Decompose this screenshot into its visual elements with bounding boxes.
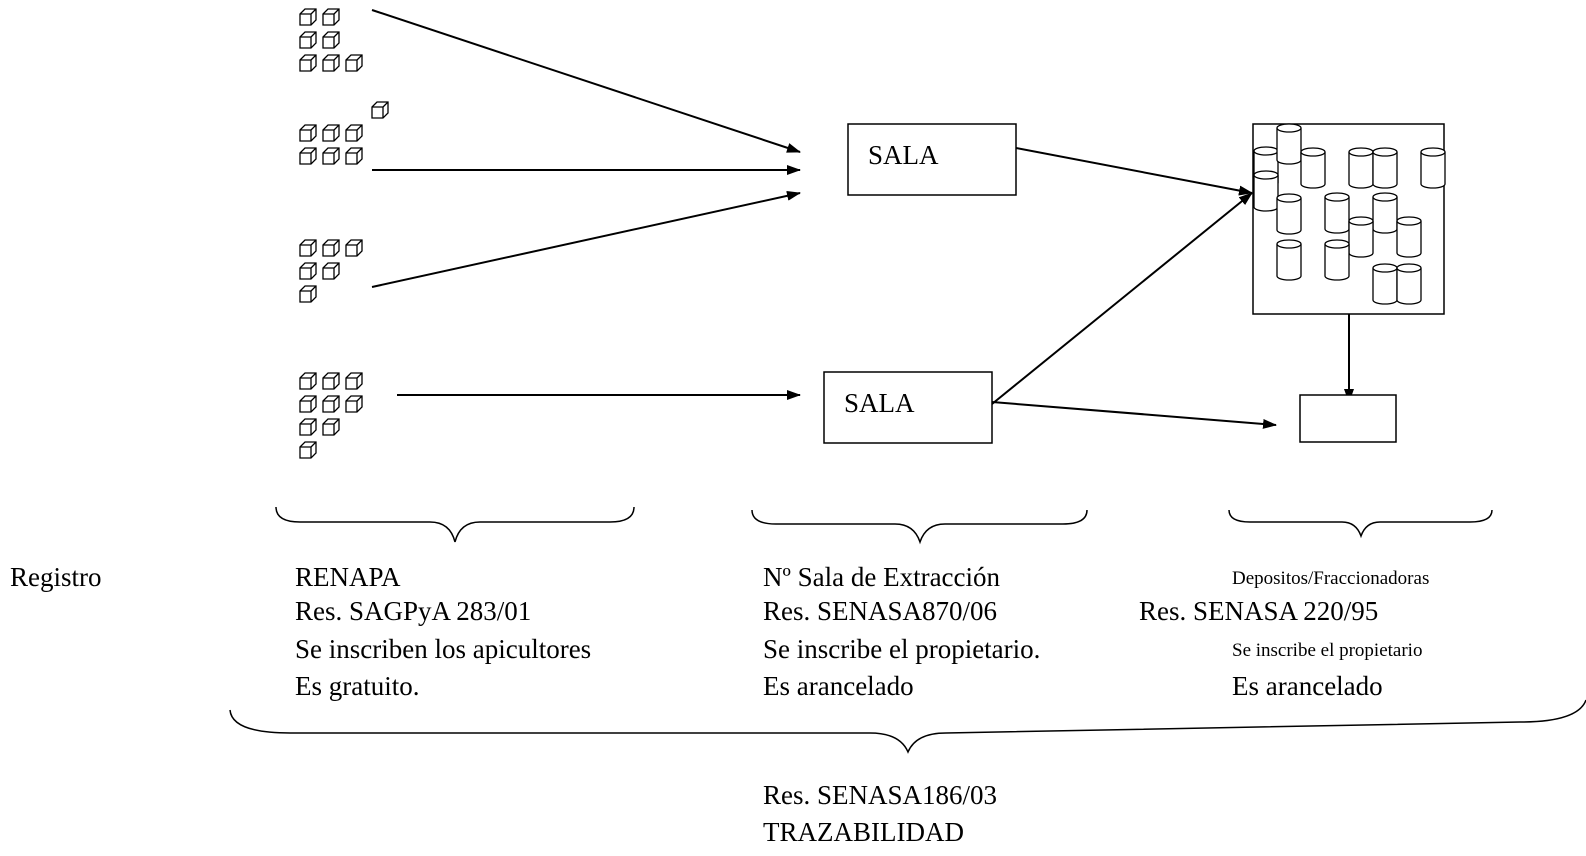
apiary-group-3-icon: [299, 239, 363, 303]
apicultores-line-2: Res. SAGPyA 283/01: [295, 596, 532, 626]
registro-label: Registro: [10, 562, 102, 592]
brace-depositos: [1228, 509, 1493, 539]
braces: [229, 506, 1586, 754]
brace-total: [229, 699, 1586, 754]
apicultores-line-3: Se inscriben los apicultores: [295, 634, 592, 664]
sala-top-label: SALA: [868, 140, 939, 170]
footer-trazabilidad: TRAZABILIDAD: [763, 817, 964, 847]
apiary-group-4-icon: [299, 372, 363, 459]
sala-line-4: Es arancelado: [763, 671, 914, 701]
fraccionadora-box: [1299, 394, 1397, 443]
sala-line-3: Se inscribe el propietario.: [763, 634, 1041, 664]
apicultores-line-4: Es gratuito.: [295, 671, 420, 701]
depositos-line-4: Es arancelado: [1232, 671, 1383, 701]
sala-top-box: [847, 123, 1017, 196]
footer-resolution: Res. SENASA186/03: [763, 780, 998, 810]
depositos-line-2: Res. SENASA 220/95: [1139, 596, 1379, 626]
apiary-group-1-icon: [299, 8, 363, 72]
brace-apicultores: [275, 506, 635, 543]
sala-bottom-label: SALA: [844, 388, 915, 418]
sala-line-2: Res. SENASA870/06: [763, 596, 998, 626]
apicultores-line-1: RENAPA: [295, 562, 401, 592]
arrows-apiary-to-sala: [371, 9, 801, 400]
apiary-group-2-icon: [299, 101, 389, 165]
arrows-sala-to-deposit: [991, 147, 1354, 429]
sala-bottom-box: [823, 371, 993, 444]
brace-sala: [751, 509, 1088, 545]
depositos-line-3: Se inscribe el propietario: [1232, 640, 1423, 661]
depositos-line-1: Depositos/Fraccionadoras: [1232, 568, 1430, 589]
sala-line-1: Nº Sala de Extracción: [763, 562, 1001, 592]
